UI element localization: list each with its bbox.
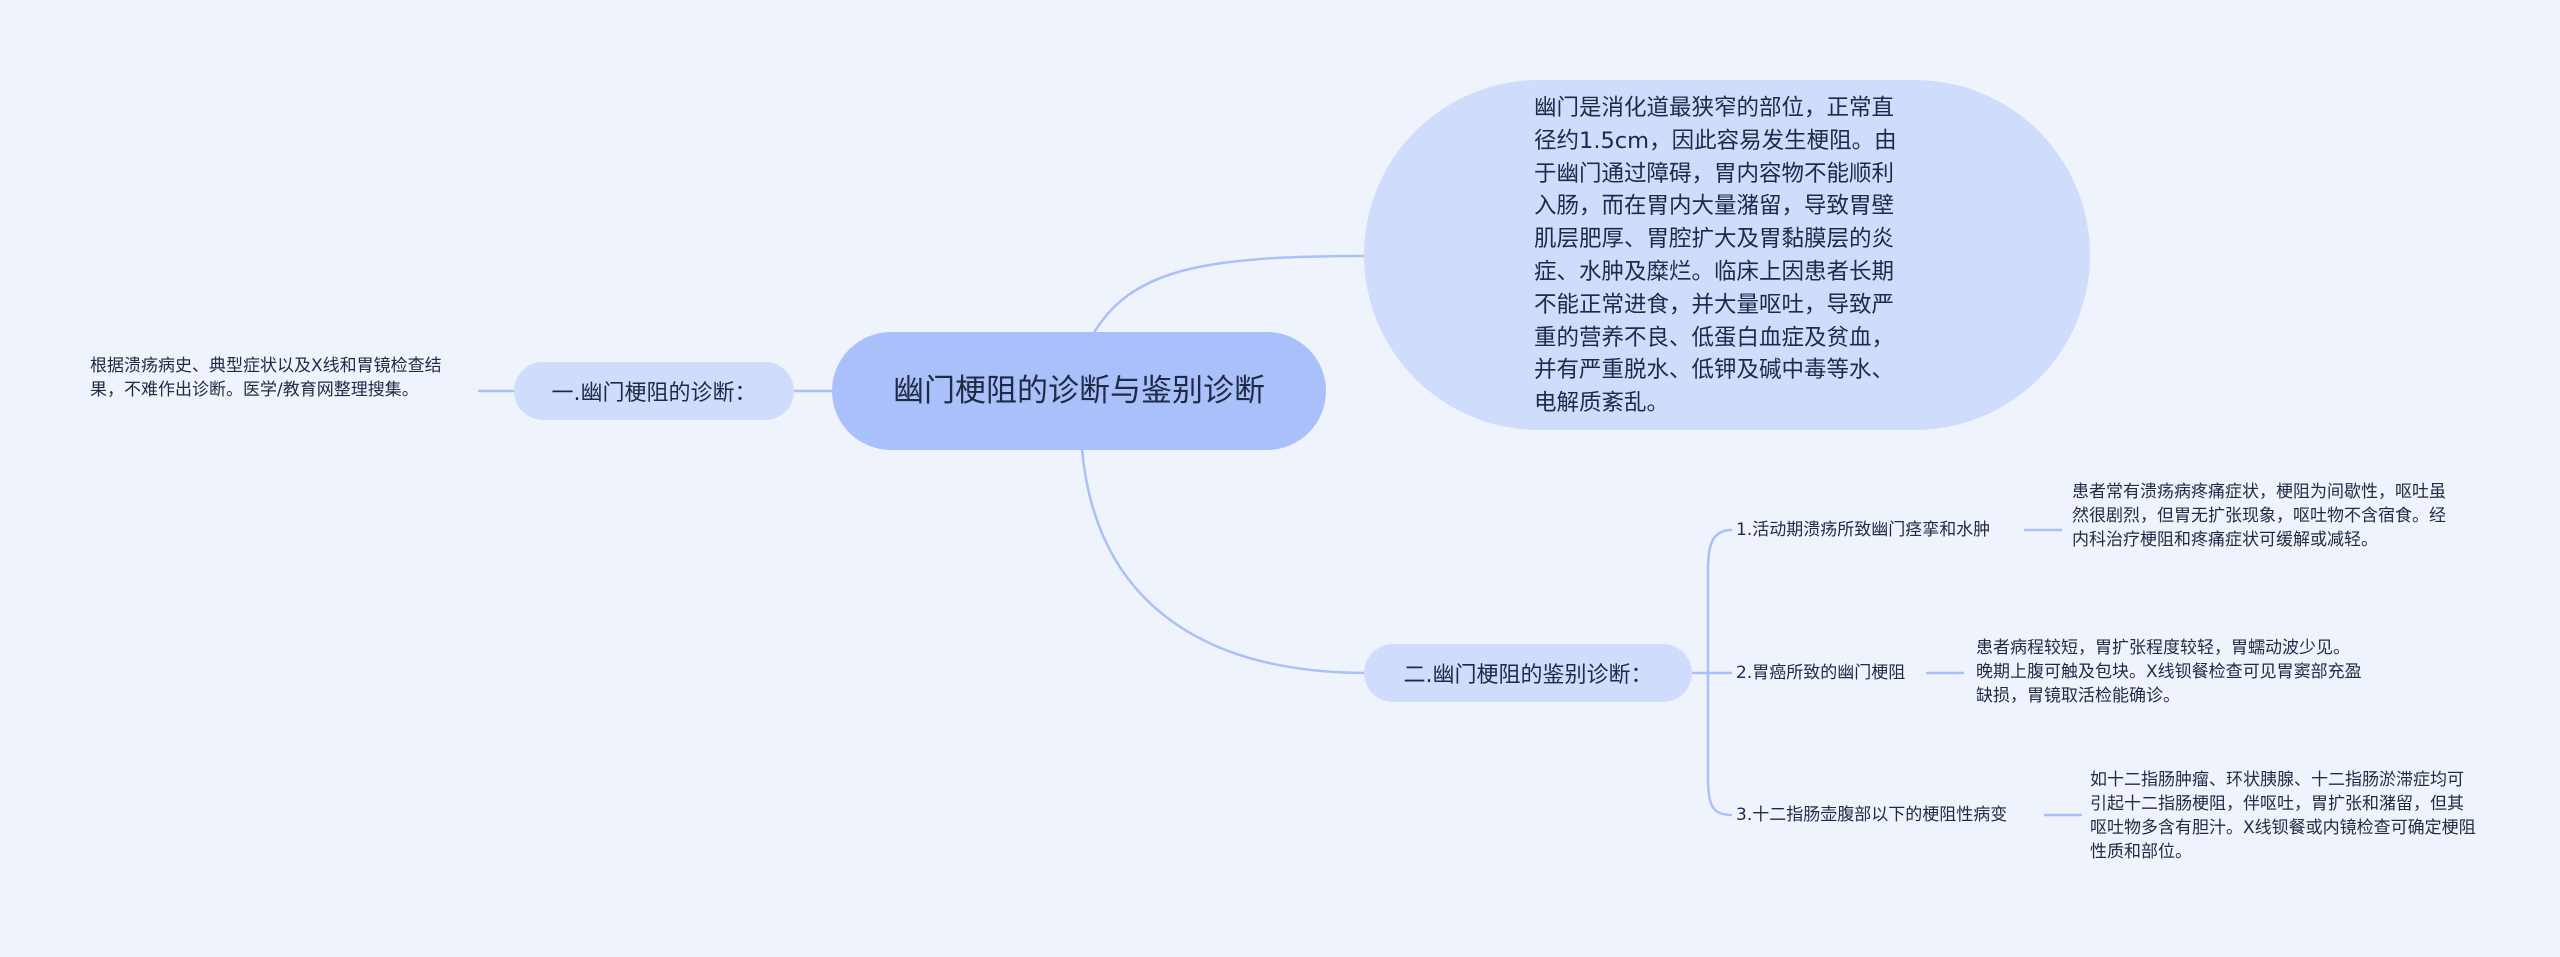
differential-detail-2: 患者病程较短，胃扩张程度较轻，胃蠕动波少见。晚期上腹可触及包块。X线钡餐检查可见…	[1976, 638, 2362, 706]
diagnosis-leaf: 根据溃疡病史、典型症状以及X线和胃镜检查结果，不难作出诊断。医学/教育网整理搜集…	[90, 356, 442, 400]
differential-detail-3: 如十二指肠肿瘤、环状胰腺、十二指肠淤滞症均可引起十二指肠梗阻，伴呕吐，胃扩张和潴…	[2090, 770, 2476, 862]
connector-root-description	[1090, 254, 1365, 337]
root-topic[interactable]: 幽门梗阻的诊断与鉴别诊断	[832, 332, 1326, 450]
description-node[interactable]	[1364, 80, 2090, 430]
branch-differential[interactable]: 二.幽门梗阻的鉴别诊断：	[1364, 644, 1692, 702]
description-text: 幽门是消化道最狭窄的部位，正常直径约1.5cm，因此容易发生梗阻。由于幽门通过障…	[1534, 95, 1897, 417]
connector-root-branch2	[1080, 447, 1365, 675]
branch-diagnosis-label: 一.幽门梗阻的诊断：	[551, 381, 757, 406]
differential-item-1[interactable]: 1.活动期溃疡所致幽门痉挛和水肿	[1736, 520, 1991, 540]
differential-item-3[interactable]: 3.十二指肠壶腹部以下的梗阻性病变	[1736, 805, 2008, 825]
branch-differential-label: 二.幽门梗阻的鉴别诊断：	[1403, 663, 1653, 688]
branch-diagnosis[interactable]: 一.幽门梗阻的诊断：	[514, 362, 794, 420]
differential-detail-1: 患者常有溃疡病疼痛症状，梗阻为间歇性，呕吐虽然很剧烈，但胃无扩张现象，呕吐物不含…	[2072, 482, 2446, 550]
differential-item-2[interactable]: 2.胃癌所致的幽门梗阻	[1736, 663, 1906, 683]
root-title: 幽门梗阻的诊断与鉴别诊断	[893, 373, 1265, 409]
